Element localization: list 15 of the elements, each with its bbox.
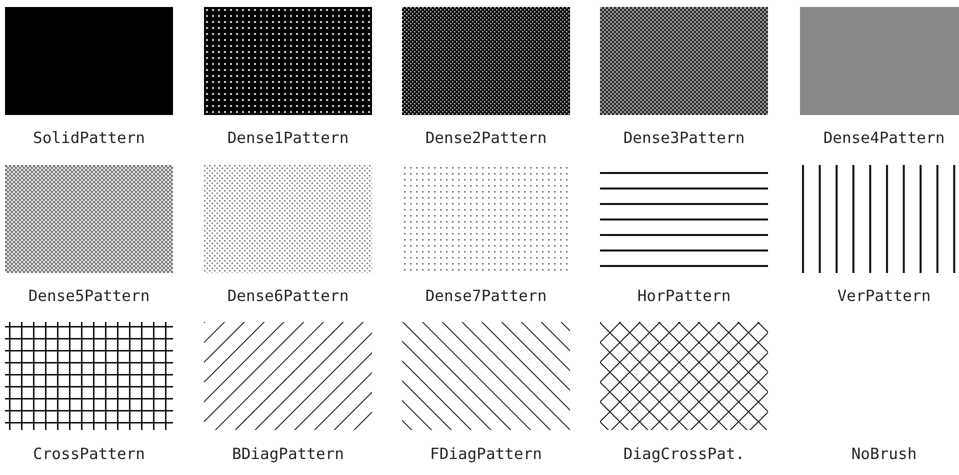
pattern-name: Dense3Pattern — [623, 129, 745, 147]
pattern-name: Dense6Pattern — [227, 287, 349, 305]
pattern-name: CrossPattern — [33, 445, 145, 463]
pattern-name: Dense2Pattern — [425, 129, 547, 147]
pattern-name: HorPattern — [637, 287, 731, 305]
pattern-name: Dense1Pattern — [227, 129, 349, 147]
pattern-name: Dense5Pattern — [28, 287, 150, 305]
pattern-name: FDiagPattern — [430, 445, 542, 463]
pattern-name: VerPattern — [837, 287, 931, 305]
pattern-name: BDiagPattern — [232, 445, 344, 463]
pattern-name: DiagCrossPat. — [623, 445, 745, 463]
pattern-name: Dense4Pattern — [823, 129, 945, 147]
pattern-name: Dense7Pattern — [425, 287, 547, 305]
pattern-name: SolidPattern — [33, 129, 145, 147]
pattern-name: NoBrush — [851, 445, 917, 463]
